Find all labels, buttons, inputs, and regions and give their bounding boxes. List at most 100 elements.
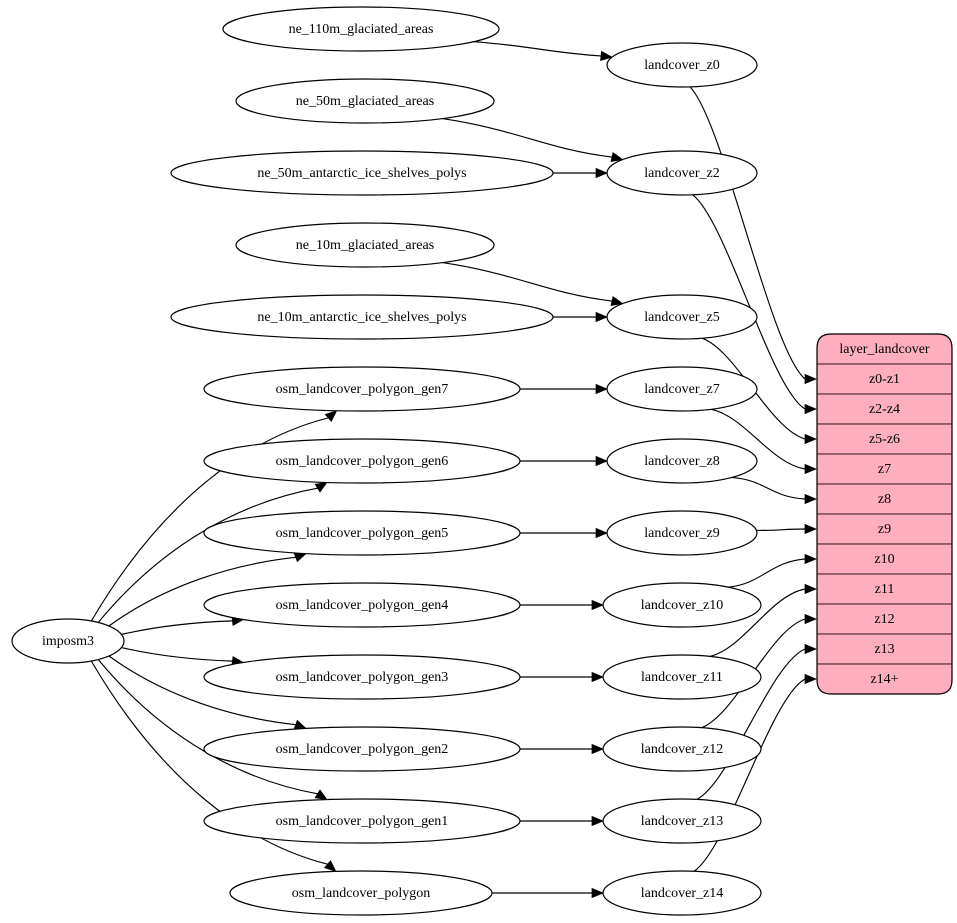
edge-arrowhead [591,815,604,827]
node-imposm3[interactable]: imposm3 [11,618,125,664]
layer-table-row-label: z2-z4 [869,402,900,417]
edge-arrowhead [595,167,608,179]
node-osm_landcover_polygon_gen3[interactable]: osm_landcover_polygon_gen3 [203,654,521,700]
edge-arrowhead [324,410,338,422]
layer-table-row-z14-[interactable] [817,663,952,694]
node-osm_landcover_polygon_gen2[interactable]: osm_landcover_polygon_gen2 [203,726,521,772]
node-shape[interactable] [606,438,758,484]
node-shape[interactable] [170,150,554,196]
node-osm_landcover_polygon_gen6[interactable]: osm_landcover_polygon_gen6 [203,438,521,484]
layer-table-row-label: z13 [874,642,894,657]
edge-landcover_z10-to-row-z10 [728,553,817,588]
node-shape[interactable] [235,222,495,268]
node-label: osm_landcover_polygon_gen4 [276,598,449,613]
layer-table-row-z12[interactable] [817,603,952,635]
edge-landcover_z2-to-row-z2-z4 [692,194,817,415]
node-shape[interactable] [602,870,762,916]
edge-line [693,678,806,872]
node-shape[interactable] [235,78,495,124]
layer-table-row-label: z9 [878,522,891,537]
layer-table-row-z13[interactable] [817,633,952,665]
node-shape[interactable] [203,726,521,772]
node-landcover_z8[interactable]: landcover_z8 [606,438,758,484]
edge-line [121,620,233,636]
node-landcover_z2[interactable]: landcover_z2 [606,150,758,196]
node-shape[interactable] [203,438,521,484]
edge-layer [90,41,817,899]
edge-line [90,660,328,865]
node-shape[interactable] [11,618,125,664]
layer-table-row-label: z10 [874,552,894,567]
node-label: ne_50m_glaciated_areas [296,94,434,109]
node-osm_landcover_polygon_gen7[interactable]: osm_landcover_polygon_gen7 [203,366,521,412]
edge-arrowhead [804,493,817,505]
edge-landcover_z8-to-row-z8 [731,476,817,505]
node-landcover_z14[interactable]: landcover_z14 [602,870,762,916]
node-shape[interactable] [203,366,521,412]
layer-landcover-table: layer_landcoverz0-z1z2-z4z5-z6z7z8z9z10z… [816,333,953,695]
node-shape[interactable] [203,654,521,700]
node-shape[interactable] [606,294,758,340]
layer-table-row-label: z14+ [870,672,898,687]
node-landcover_z11[interactable]: landcover_z11 [602,654,762,700]
node-osm_landcover_polygon_gen5[interactable]: osm_landcover_polygon_gen5 [203,510,521,556]
node-shape[interactable] [203,798,521,844]
edge-line [121,646,233,662]
node-label: landcover_z5 [644,310,719,325]
node-shape[interactable] [602,654,762,700]
edge-arrowhead [804,643,817,655]
node-landcover_z0[interactable]: landcover_z0 [606,42,758,88]
layer-table-row-z8[interactable] [817,483,952,515]
layer-table-row-z10[interactable] [817,543,952,575]
edge-osm_landcover_polygon_gen6-to-landcover_z8 [520,455,608,467]
node-shape[interactable] [606,150,758,196]
node-landcover_z5[interactable]: landcover_z5 [606,294,758,340]
layer-table-header-cell [817,334,952,365]
node-osm_landcover_polygon[interactable]: osm_landcover_polygon [229,870,493,916]
edge-ne_50m_glaciated_areas-to-landcover_z2 [442,118,624,163]
node-shape[interactable] [203,510,521,556]
node-shape[interactable] [229,870,493,916]
node-label: landcover_z12 [641,742,723,757]
node-landcover_z9[interactable]: landcover_z9 [606,510,758,556]
node-osm_landcover_polygon_gen4[interactable]: osm_landcover_polygon_gen4 [203,582,521,628]
edge-line [689,86,806,380]
node-landcover_z7[interactable]: landcover_z7 [606,366,758,412]
edge-imposm3-to-osm_landcover_polygon_gen7 [90,410,338,622]
node-osm_landcover_polygon_gen1[interactable]: osm_landcover_polygon_gen1 [203,798,521,844]
layer-table-row-label: z7 [878,462,891,477]
node-ne_50m_antarctic_ice_shelves_polys[interactable]: ne_50m_antarctic_ice_shelves_polys [170,150,554,196]
edge-line [108,655,296,726]
edge-landcover_z11-to-row-z11 [709,583,817,657]
node-shape[interactable] [602,726,762,772]
edge-arrowhead [314,789,328,801]
edge-arrowhead [804,463,817,475]
node-shape[interactable] [606,366,758,412]
edge-arrowhead [591,887,604,899]
node-landcover_z13[interactable]: landcover_z13 [602,798,762,844]
node-label: imposm3 [42,634,94,649]
node-shape[interactable] [170,294,554,340]
node-shape[interactable] [602,798,762,844]
edge-line [731,476,806,500]
node-ne_10m_glaciated_areas[interactable]: ne_10m_glaciated_areas [235,222,495,268]
node-landcover_z12[interactable]: landcover_z12 [602,726,762,772]
node-ne_50m_glaciated_areas[interactable]: ne_50m_glaciated_areas [235,78,495,124]
edge-imposm3-to-osm_landcover_polygon [90,660,337,872]
node-label: ne_10m_glaciated_areas [296,238,434,253]
edge-arrowhead [293,719,307,730]
node-shape[interactable] [203,582,521,628]
edge-line [442,262,613,302]
edge-landcover_z14-to-row-z14 [693,673,817,872]
layer-table-row-z0-z1[interactable] [817,363,952,395]
node-ne_110m_glaciated_areas[interactable]: ne_110m_glaciated_areas [222,6,500,52]
node-shape[interactable] [602,582,762,628]
node-ne_10m_antarctic_ice_shelves_polys[interactable]: ne_10m_antarctic_ice_shelves_polys [170,294,554,340]
node-landcover_z10[interactable]: landcover_z10 [602,582,762,628]
node-shape[interactable] [606,510,758,556]
edge-osm_landcover_polygon-to-landcover_z14 [492,887,604,899]
node-shape[interactable] [606,42,758,88]
node-shape[interactable] [222,6,500,52]
